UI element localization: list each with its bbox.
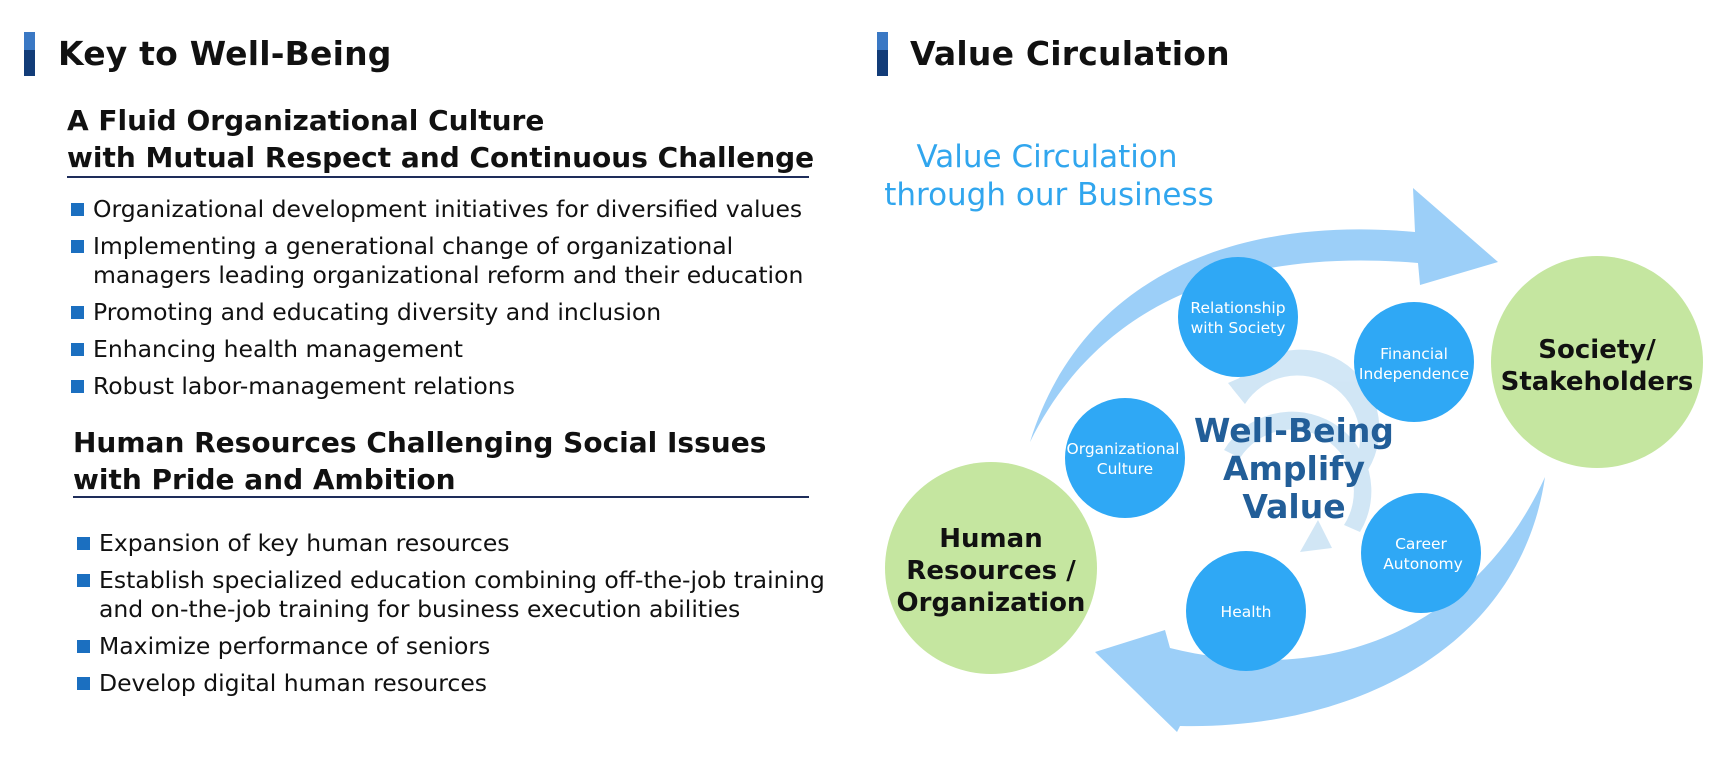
svg-text:Health: Health (1221, 603, 1272, 621)
society-stakeholders-node: Society/ Stakeholders (1491, 256, 1703, 468)
culture-heading-rule (67, 176, 809, 178)
human-resources-list: Expansion of key human resources Establi… (77, 529, 825, 706)
right-section-title: Value Circulation (910, 34, 1230, 73)
human-resources-node: Human Resources / Organization (885, 462, 1097, 674)
circulation-caption-line: Value Circulation (917, 139, 1178, 175)
square-bullet-icon (71, 343, 84, 356)
organizational-culture-circle: Organizational Culture (1065, 398, 1185, 518)
list-item: Organizational development initiatives f… (71, 195, 803, 224)
list-item: Maximize performance of seniors (77, 632, 825, 661)
top-circulation-arrow (1030, 188, 1498, 442)
square-bullet-icon (71, 306, 84, 319)
list-item: Robust labor-management relations (71, 372, 803, 401)
center-text-line: Value (1242, 487, 1345, 526)
list-item: Implementing a generational change of or… (71, 232, 803, 290)
square-bullet-icon (77, 640, 90, 653)
relationship-with-society-circle: Relationship with Society (1178, 257, 1298, 377)
left-section-title: Key to Well-Being (58, 34, 392, 73)
list-item: Enhancing health management (71, 335, 803, 364)
square-bullet-icon (71, 240, 84, 253)
financial-independence-circle: Financial Independence (1354, 302, 1474, 422)
svg-text:Society/: Society/ (1538, 335, 1656, 365)
list-item: Expansion of key human resources (77, 529, 825, 558)
square-bullet-icon (71, 380, 84, 393)
list-item: Establish specialized education combinin… (77, 566, 825, 624)
square-bullet-icon (77, 574, 90, 587)
career-autonomy-circle: Career Autonomy (1361, 493, 1481, 613)
section-marker (877, 32, 888, 76)
svg-text:Culture: Culture (1097, 460, 1153, 478)
square-bullet-icon (77, 677, 90, 690)
human-resources-heading: Human Resources Challenging Social Issue… (73, 426, 767, 496)
svg-text:Financial: Financial (1380, 345, 1448, 363)
square-bullet-icon (77, 537, 90, 550)
svg-text:Human: Human (939, 524, 1042, 554)
culture-list: Organizational development initiatives f… (71, 195, 803, 409)
svg-text:Organizational: Organizational (1067, 440, 1180, 458)
section-marker (24, 32, 35, 76)
center-text-line: Amplify (1223, 449, 1365, 488)
list-item: Promoting and educating diversity and in… (71, 298, 803, 327)
bottom-circulation-arrow (1095, 477, 1545, 732)
svg-text:Independence: Independence (1359, 365, 1469, 383)
culture-heading: A Fluid Organizational Culture with Mutu… (67, 104, 815, 174)
svg-text:Autonomy: Autonomy (1383, 555, 1463, 573)
square-bullet-icon (71, 203, 84, 216)
svg-text:Stakeholders: Stakeholders (1501, 367, 1694, 397)
center-text-line: Well-Being (1194, 411, 1394, 450)
svg-text:Career: Career (1395, 535, 1447, 553)
svg-text:Resources /: Resources / (906, 556, 1076, 586)
svg-text:Organization: Organization (897, 588, 1086, 618)
list-item: Develop digital human resources (77, 669, 825, 698)
health-circle: Health (1186, 551, 1306, 671)
human-resources-heading-rule (73, 496, 809, 498)
inner-cycle-arrows (1224, 349, 1380, 552)
svg-text:with Society: with Society (1191, 319, 1286, 337)
svg-text:Relationship: Relationship (1190, 299, 1285, 317)
circulation-caption-line: through our Business (884, 177, 1214, 213)
